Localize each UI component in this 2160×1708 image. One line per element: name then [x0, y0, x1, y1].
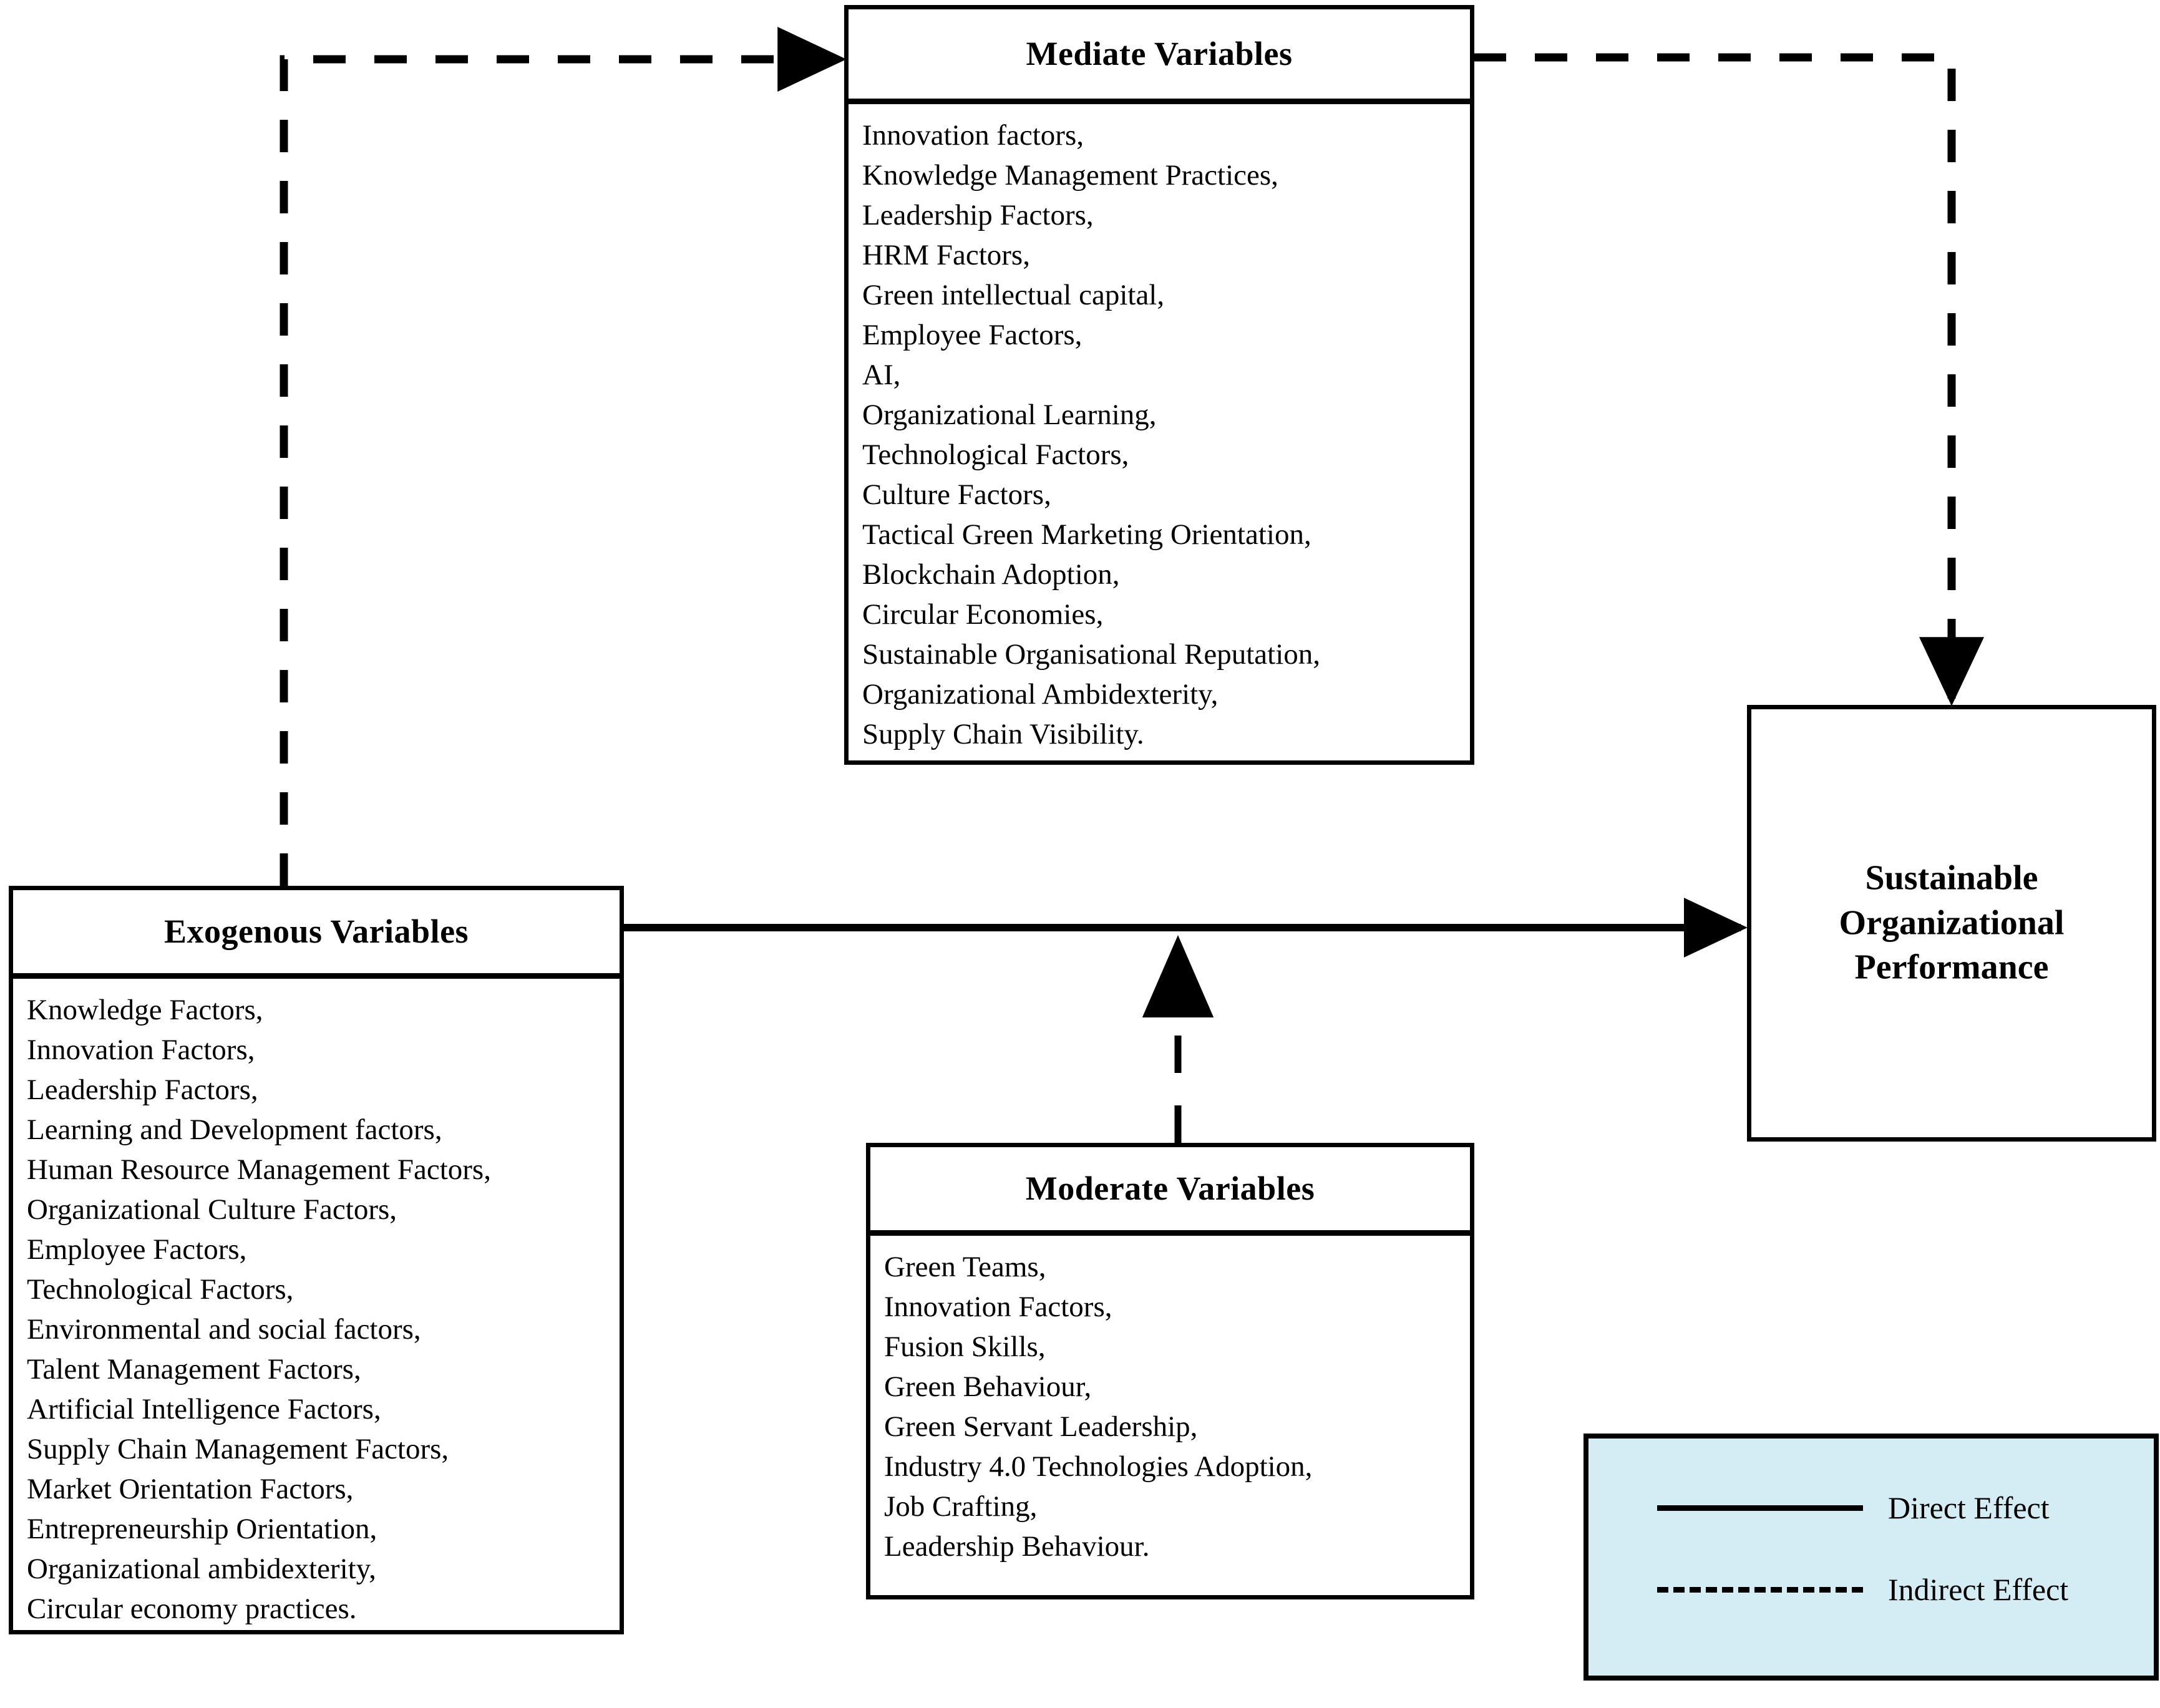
list-item: Tactical Green Marketing Orientation, — [862, 518, 1311, 551]
list-item: Leadership Behaviour. — [884, 1530, 1150, 1563]
list-item: Supply Chain Management Factors, — [27, 1433, 449, 1465]
list-item: Leadership Factors, — [862, 199, 1094, 231]
mediate-variables-box[interactable]: Mediate Variables Innovation factors, Kn… — [844, 5, 1474, 765]
mediate-variables-title: Mediate Variables — [1026, 34, 1293, 72]
list-item: Innovation Factors, — [27, 1034, 255, 1066]
list-item: Knowledge Management Practices, — [862, 159, 1278, 192]
list-item: Sustainable Organisational Reputation, — [862, 638, 1321, 671]
moderate-variables-list: Green Teams, Innovation Factors, Fusion … — [870, 1236, 1470, 1595]
legend-row-direct-effect: Direct Effect — [1657, 1490, 2050, 1526]
link-exogenous-to-mediate — [280, 27, 847, 886]
outcome-title: Sustainable Organizational Performance — [1751, 856, 2152, 990]
list-item: Leadership Factors, — [27, 1074, 258, 1106]
list-item: Green Servant Leadership, — [884, 1410, 1198, 1443]
list-item: Supply Chain Visibility. — [862, 718, 1144, 750]
list-item: Green Teams, — [884, 1251, 1046, 1283]
list-item: Employee Factors, — [27, 1233, 247, 1266]
list-item: Industry 4.0 Technologies Adoption, — [884, 1450, 1313, 1483]
list-item: Organizational Culture Factors, — [27, 1193, 397, 1226]
exogenous-variables-title: Exogenous Variables — [163, 912, 469, 950]
indirect-effect-label: Indirect Effect — [1888, 1572, 2069, 1607]
moderate-variables-title: Moderate Variables — [1025, 1169, 1315, 1207]
list-item: Human Resource Management Factors, — [27, 1153, 491, 1186]
list-item: Employee Factors, — [862, 319, 1082, 351]
mediate-variables-header: Mediate Variables — [849, 9, 1470, 104]
exogenous-variables-box[interactable]: Exogenous Variables Knowledge Factors, I… — [9, 886, 624, 1634]
list-item: Market Orientation Factors, — [27, 1473, 354, 1505]
list-item: Green Behaviour, — [884, 1371, 1092, 1403]
outcome-title-line-1: Sustainable — [1865, 858, 2038, 898]
list-item: Fusion Skills, — [884, 1331, 1046, 1363]
sustainable-organizational-performance-box[interactable]: Sustainable Organizational Performance — [1747, 705, 2156, 1142]
list-item: Artificial Intelligence Factors, — [27, 1393, 381, 1425]
direct-effect-line-icon — [1657, 1505, 1863, 1511]
list-item: Green intellectual capital, — [862, 279, 1165, 311]
list-item: Knowledge Factors, — [27, 994, 263, 1026]
legend-row-indirect-effect: Indirect Effect — [1657, 1571, 2068, 1608]
list-item: Technological Factors, — [27, 1273, 294, 1306]
link-mediate-to-outcome — [1474, 53, 1984, 706]
list-item: Environmental and social factors, — [27, 1313, 421, 1346]
list-item: Circular economy practices. — [27, 1593, 357, 1625]
direct-effect-label: Direct Effect — [1888, 1490, 2050, 1525]
moderate-variables-box[interactable]: Moderate Variables Green Teams, Innovati… — [866, 1143, 1474, 1599]
list-item: Innovation Factors, — [884, 1291, 1112, 1323]
list-item: AI, — [862, 359, 901, 391]
list-item: Organizational ambidexterity, — [27, 1553, 376, 1585]
list-item: Learning and Development factors, — [27, 1114, 442, 1146]
exogenous-variables-list: Knowledge Factors, Innovation Factors, L… — [13, 979, 620, 1630]
list-item: Technological Factors, — [862, 439, 1129, 471]
list-item: HRM Factors, — [862, 239, 1030, 271]
list-item: Talent Management Factors, — [27, 1353, 361, 1385]
indirect-effect-line-icon — [1657, 1586, 1863, 1593]
moderate-variables-header: Moderate Variables — [870, 1147, 1470, 1236]
list-item: Innovation factors, — [862, 119, 1084, 152]
list-item: Organizational Learning, — [862, 399, 1157, 431]
list-item: Organizational Ambidexterity, — [862, 678, 1219, 711]
list-item: Job Crafting, — [884, 1490, 1038, 1523]
list-item: Blockchain Adoption, — [862, 558, 1120, 591]
outcome-title-line-2: Organizational — [1839, 903, 2065, 943]
list-item: Culture Factors, — [862, 478, 1051, 511]
mediate-variables-list: Innovation factors, Knowledge Management… — [849, 104, 1470, 765]
outcome-title-line-3: Performance — [1854, 948, 2049, 987]
list-item: Entrepreneurship Orientation, — [27, 1513, 377, 1545]
list-item: Circular Economies, — [862, 598, 1104, 631]
exogenous-variables-header: Exogenous Variables — [13, 890, 620, 979]
legend-box: Direct Effect Indirect Effect — [1584, 1434, 2159, 1681]
